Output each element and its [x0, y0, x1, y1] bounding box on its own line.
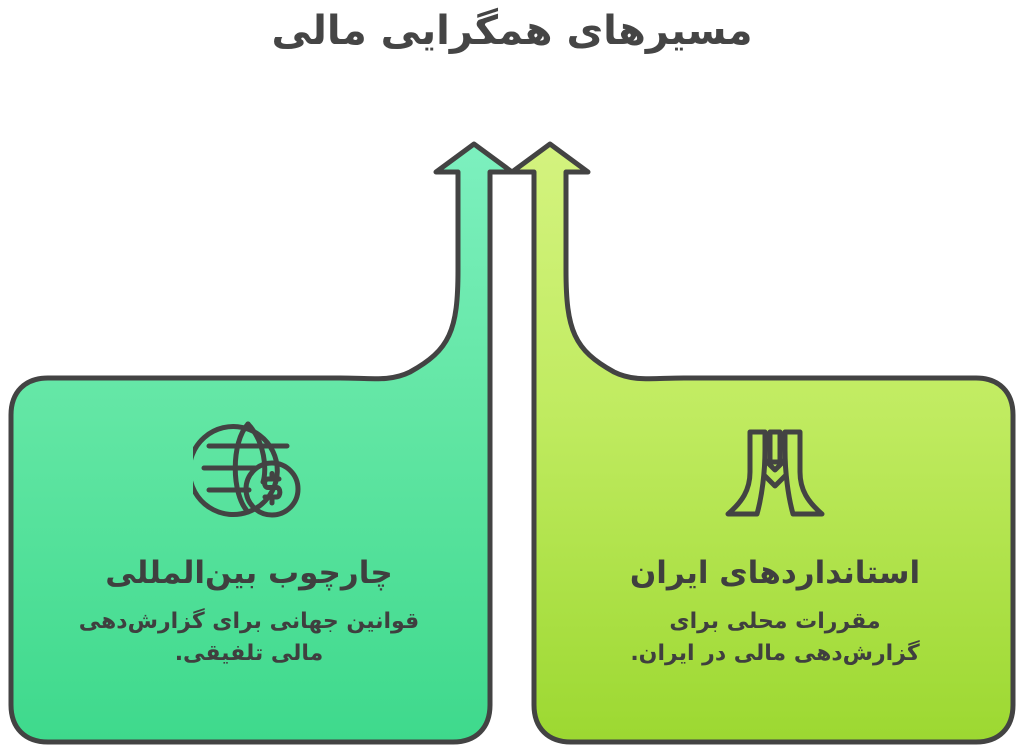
azadi-tower-icon — [725, 429, 825, 517]
card-description-iran: مقررات محلی برای گزارش‌دهی مالی در ایران… — [630, 609, 920, 667]
card-title-international: چارچوب بین‌المللی — [105, 555, 393, 591]
page-title: مسیرهای همگرایی مالی — [0, 6, 1024, 56]
card-iran-standards[interactable]: استانداردهای ایران مقررات محلی برای گزار… — [534, 415, 1016, 670]
globe-dollar-icon — [193, 421, 301, 518]
globe-dollar-icon-slot — [8, 415, 490, 525]
azadi-tower-icon-slot — [534, 415, 1016, 525]
card-description-international: قوانین جهانی برای گزارش‌دهی مالی تلفیقی. — [78, 609, 420, 667]
card-title-iran: استانداردهای ایران — [629, 555, 921, 591]
card-international-framework[interactable]: چارچوب بین‌المللی قوانین جهانی برای گزار… — [8, 415, 490, 670]
page-title-text: مسیرهای همگرایی مالی — [271, 8, 753, 54]
